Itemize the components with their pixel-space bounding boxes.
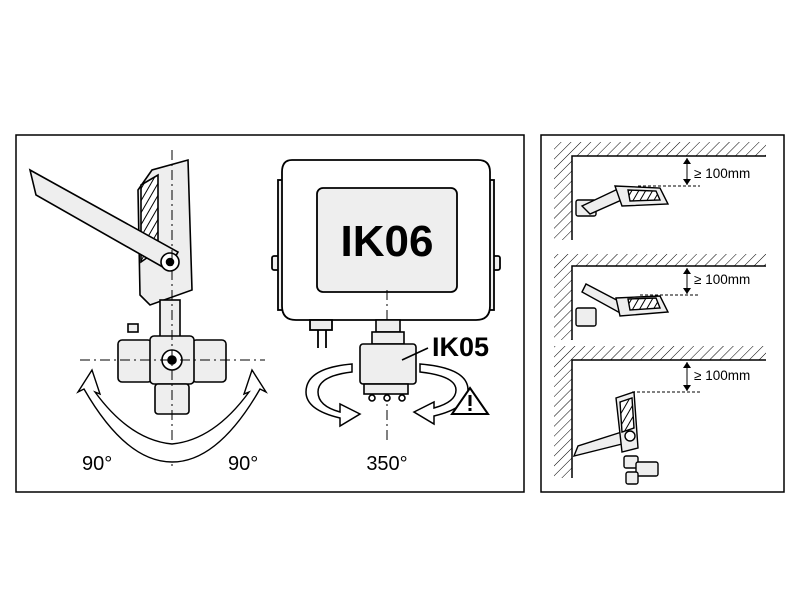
- clearance-scene-2: [554, 254, 766, 340]
- rotation-label-left: 90°: [82, 453, 112, 475]
- swivel-arrow: [305, 363, 469, 428]
- mount-ik-rating: IK05: [432, 332, 489, 362]
- front-ik-rating: IK06: [341, 217, 434, 266]
- clearance-label-1: ≥ 100mm: [694, 166, 750, 181]
- rotation-arrow: [76, 368, 268, 463]
- clearance-scene-1: [554, 142, 766, 240]
- warning-icon: [450, 386, 490, 415]
- rotation-centerlines: [80, 150, 265, 470]
- clearance-label-2: ≥ 100mm: [694, 272, 750, 287]
- clearance-scene-3: [554, 346, 766, 485]
- clearance-label-3: ≥ 100mm: [694, 368, 750, 383]
- side-view-floodlight: [28, 158, 227, 415]
- swivel-mount: [359, 290, 429, 440]
- rotation-label-right: 90°: [228, 453, 258, 475]
- front-view-floodlight: [271, 159, 501, 348]
- swivel-angle-label: 350°: [366, 453, 407, 475]
